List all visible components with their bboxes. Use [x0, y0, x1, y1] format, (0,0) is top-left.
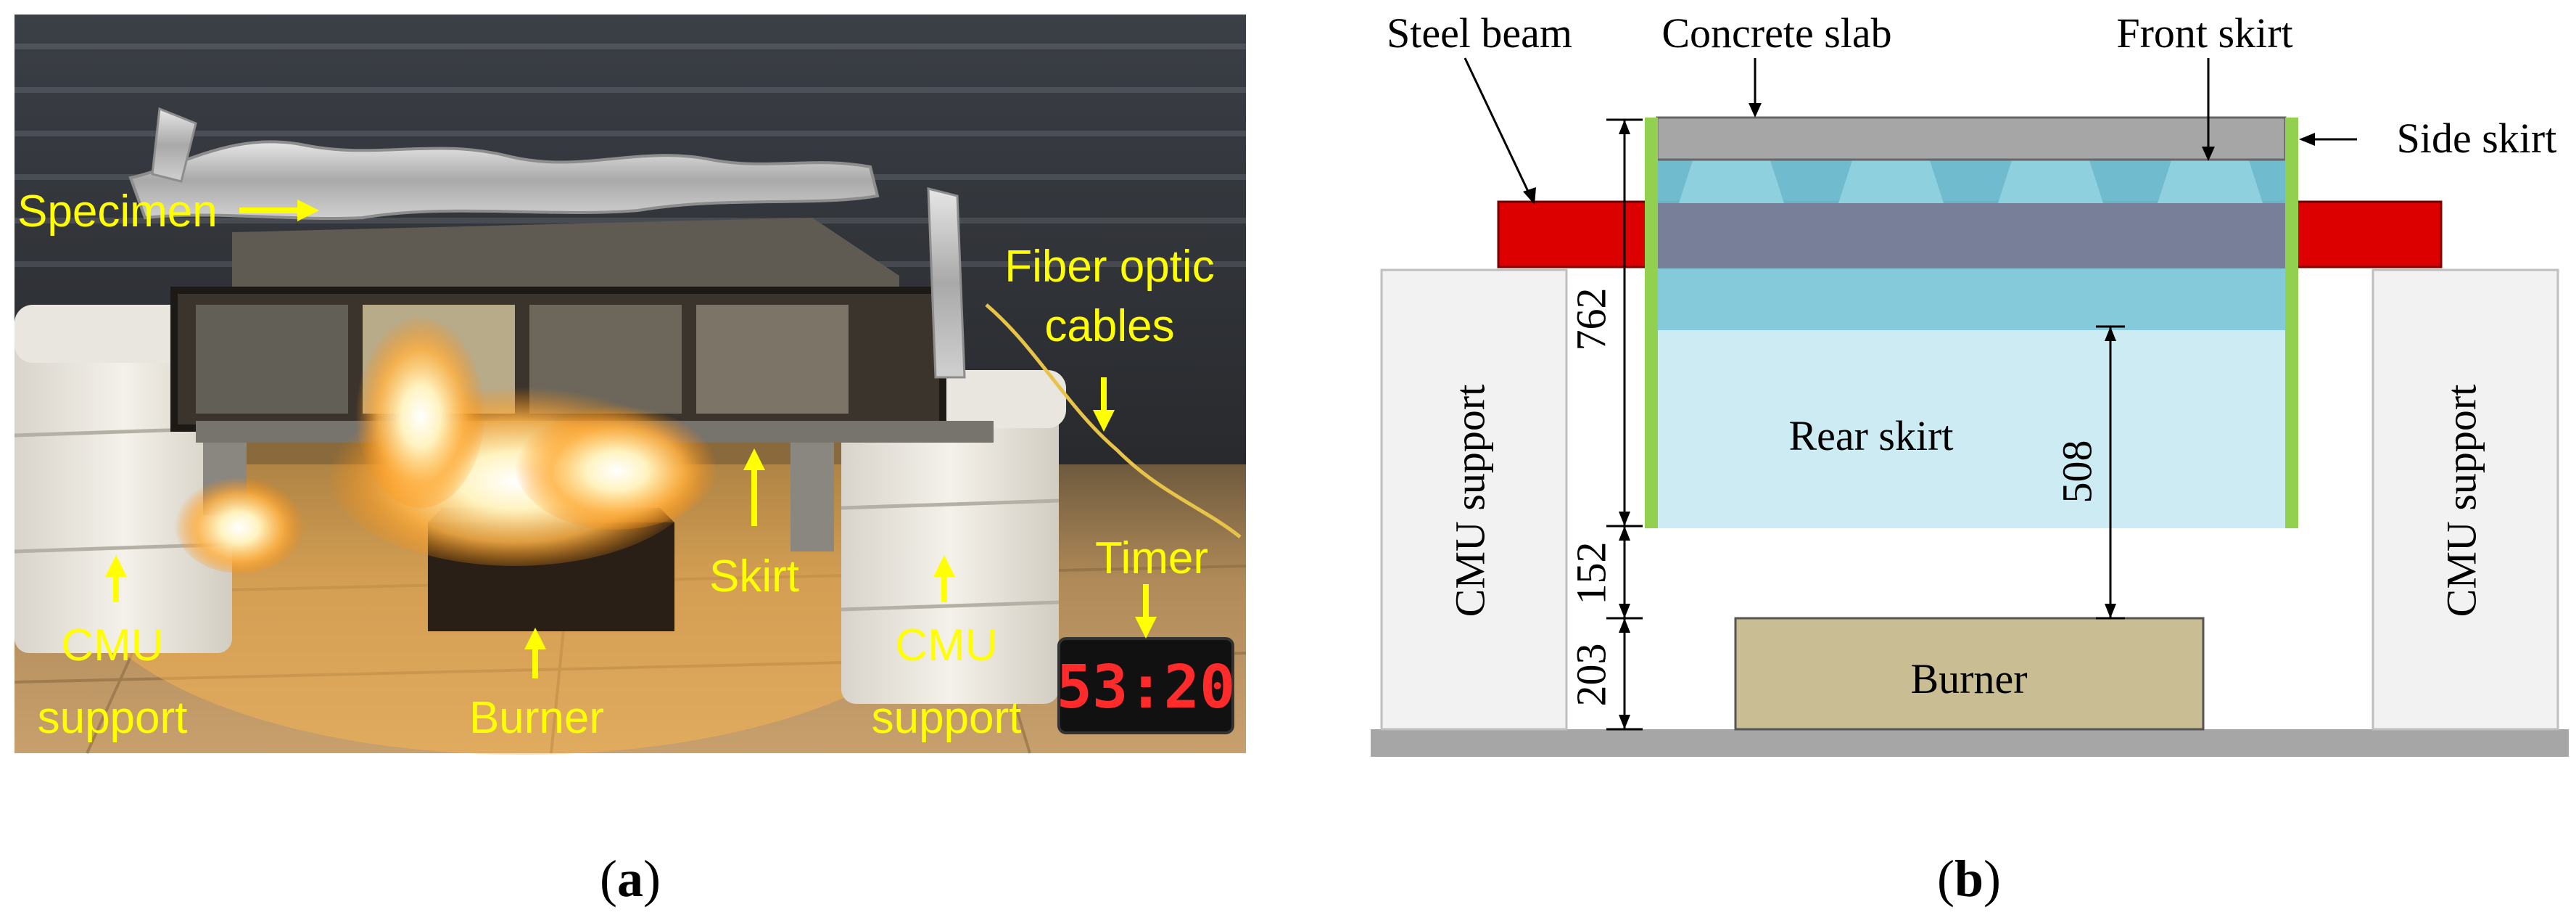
dim-203: 203	[1567, 644, 1614, 707]
leader-lines	[1464, 57, 2357, 205]
dimension-left	[1606, 118, 1643, 731]
label-concrete-slab: Concrete slab	[1661, 9, 1891, 57]
annotation-timer: Timer	[1095, 533, 1208, 583]
annotation-cmu-left-line1: CMU	[61, 620, 163, 670]
cmu-support-left	[1380, 268, 1568, 731]
cmu-support-right	[2371, 268, 2559, 731]
dim-152: 152	[1567, 542, 1614, 605]
deck-ribs	[1679, 158, 2263, 203]
annotation-fiber-optic-line1: Fiber optic	[1004, 242, 1214, 292]
concrete-slab	[1656, 116, 2287, 161]
timer-display: 53:20	[1057, 653, 1236, 722]
photo-flames	[174, 305, 718, 573]
annotation-specimen: Specimen	[17, 186, 218, 237]
front-skirt-lower	[1657, 268, 2285, 330]
annotation-cmu-right-line1: CMU	[895, 620, 997, 670]
annotation-burner: Burner	[469, 693, 604, 743]
photo-fiber-cable	[985, 303, 1242, 538]
annotation-fiber-optic-line2: cables	[1044, 301, 1174, 351]
floor	[1371, 729, 2569, 757]
side-skirt-left	[1645, 118, 1658, 528]
photo-foil-post-right	[927, 187, 966, 379]
label-steel-beam: Steel beam	[1387, 9, 1572, 57]
label-burner: Burner	[1910, 655, 2027, 702]
burner-box	[1734, 617, 2205, 731]
annotation-cmu-left-line2: support	[38, 693, 188, 743]
label-cmu-support-left: CMU support	[1446, 385, 1493, 617]
photo-timer: 53:20	[1057, 637, 1236, 734]
side-skirt-right	[2285, 118, 2298, 528]
beam-behind-skirt	[1657, 203, 2285, 268]
annotation-skirt: Skirt	[709, 551, 799, 602]
label-side-skirt: Side skirt	[2397, 115, 2557, 162]
leader-steel-beam	[1464, 57, 1532, 197]
photo-foil-post	[151, 107, 197, 183]
label-cmu-support-right: CMU support	[2437, 385, 2485, 617]
dim-762: 762	[1567, 288, 1614, 351]
dim-508: 508	[2053, 440, 2100, 504]
annotation-cmu-right-line2: support	[872, 693, 1022, 743]
photo-foil	[128, 140, 880, 221]
panel-a-label: (a)	[600, 850, 661, 908]
panel-a-photo: 53:20 Specimen Fiber optic cables Timer …	[14, 15, 1247, 755]
label-rear-skirt: Rear skirt	[1788, 412, 1953, 459]
panel-b-label: (b)	[1937, 850, 2001, 908]
label-front-skirt: Front skirt	[2116, 9, 2292, 57]
dimension-508	[2096, 325, 2125, 620]
photo-arrows	[105, 200, 1157, 678]
panel-b-diagram: Steel beam Concrete slab Front skirt Sid…	[1371, 9, 2569, 757]
